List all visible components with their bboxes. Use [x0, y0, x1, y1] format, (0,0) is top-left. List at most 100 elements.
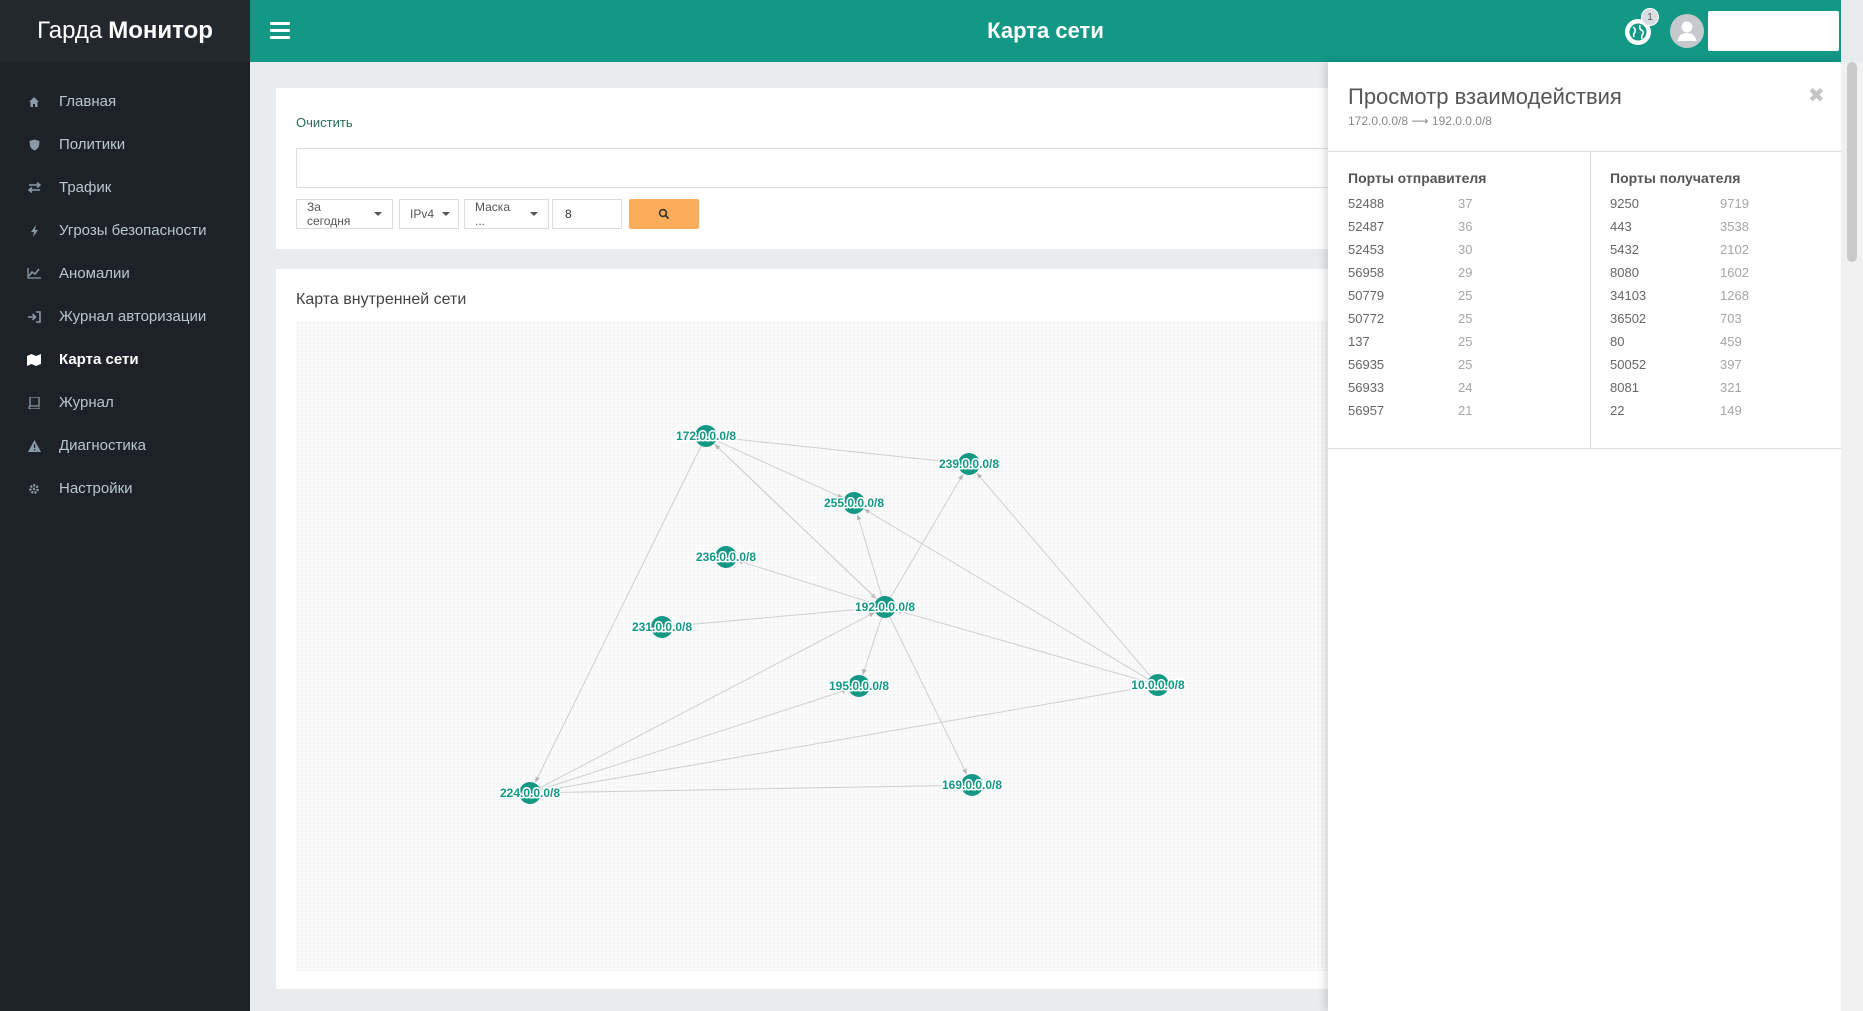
graph-node[interactable]: 172.0.0.0/8 [674, 425, 738, 447]
graph-edge[interactable] [716, 436, 958, 465]
mask-dropdown[interactable]: Маска ... [464, 199, 549, 229]
port-count: 397 [1720, 357, 1742, 372]
graph-node[interactable]: 10.0.0.0/8 [1130, 674, 1187, 696]
brand-logo[interactable]: Гарда Монитор [0, 0, 250, 62]
scrollbar-track[interactable] [1841, 62, 1863, 1011]
graph-edge[interactable] [672, 606, 874, 627]
graph-node[interactable]: 231.0.0.0/8 [630, 616, 694, 638]
period-dropdown[interactable]: За сегодня [296, 199, 393, 229]
graph-edge[interactable] [976, 472, 1152, 677]
clear-link[interactable]: Очистить [296, 115, 353, 130]
port-row: 22 149 [1610, 403, 1749, 426]
port-number: 80 [1610, 334, 1625, 349]
port-count: 25 [1458, 288, 1473, 303]
graph-node-label: 192.0.0.0/8 [855, 600, 915, 614]
sidebar-item-network-map[interactable]: Карта сети [0, 338, 250, 381]
graph-edge[interactable] [737, 559, 875, 605]
notification-badge: 1 [1641, 8, 1659, 26]
search-button[interactable] [629, 199, 699, 229]
sidebar-item-home[interactable]: Главная [0, 80, 250, 123]
panel-divider [1328, 448, 1841, 449]
hamburger-menu-icon[interactable] [270, 22, 290, 40]
graph-node-circle[interactable] [874, 596, 896, 618]
graph-node-circle[interactable] [695, 425, 717, 447]
sidebar-item-diagnostics[interactable]: Диагностика [0, 424, 250, 467]
graph-edge[interactable] [889, 616, 968, 775]
graph-node-circle[interactable] [961, 774, 983, 796]
graph-node-label: 239.0.0.0/8 [939, 457, 999, 471]
sidebar-item-policies[interactable]: Политики [0, 123, 250, 166]
caret-down-icon [442, 212, 451, 216]
sidebar-item-label: Журнал [59, 394, 114, 411]
port-row: 50052 397 [1610, 357, 1749, 380]
graph-node-circle[interactable] [651, 616, 673, 638]
ip-version-dropdown[interactable]: IPv4 [399, 199, 459, 229]
port-number: 50779 [1348, 288, 1385, 303]
graph-node[interactable]: 239.0.0.0/8 [937, 453, 1001, 475]
scrollbar-thumb[interactable] [1847, 62, 1857, 262]
graph-edge[interactable] [862, 617, 883, 675]
port-count: 25 [1458, 334, 1473, 349]
port-number: 50052 [1610, 357, 1647, 372]
graph-node[interactable]: 236.0.0.0/8 [694, 546, 758, 568]
mask-value-input[interactable]: 8 [552, 199, 622, 229]
graph-edge[interactable] [856, 514, 883, 597]
graph-node-circle[interactable] [1147, 674, 1169, 696]
graph-node-label: 195.0.0.0/8 [829, 679, 889, 693]
port-number: 56933 [1348, 380, 1385, 395]
graph-edge[interactable] [896, 609, 1148, 683]
graph-edge[interactable] [715, 440, 844, 499]
sidebar-item-anomalies[interactable]: Аномалии [0, 252, 250, 295]
sidebar-item-traffic[interactable]: Трафик [0, 166, 250, 209]
sidebar-item-label: Аномалии [59, 265, 130, 282]
port-number: 22 [1610, 403, 1625, 418]
graph-edge[interactable] [534, 445, 702, 783]
graph-edge[interactable] [890, 474, 964, 598]
graph-node[interactable]: 255.0.0.0/8 [822, 492, 886, 514]
user-avatar[interactable] [1670, 14, 1704, 48]
graph-edge[interactable] [540, 689, 848, 791]
network-graph[interactable]: 172.0.0.0/8 239.0.0.0/8 255.0.0.0/8 236.0.0… [296, 321, 1376, 971]
graph-edge[interactable] [864, 508, 1149, 680]
search-input[interactable] [296, 148, 1396, 188]
graph-node-circle[interactable] [519, 782, 541, 804]
mask-dropdown-label: Маска ... [475, 200, 510, 228]
port-number: 34103 [1610, 288, 1647, 303]
graph-node-circle[interactable] [843, 492, 865, 514]
sidebar-item-settings[interactable]: Настройки [0, 467, 250, 510]
graph-node[interactable]: 169.0.0.0/8 [940, 774, 1004, 796]
graph-node-label: 236.0.0.0/8 [696, 550, 756, 564]
filter-card: Очистить За сегодня IPv4 Маска ... 8 [276, 88, 1396, 249]
graph-edge[interactable] [541, 784, 962, 796]
graph-node[interactable]: 195.0.0.0/8 [827, 675, 891, 697]
graph-node[interactable]: 224.0.0.0/8 [498, 782, 562, 804]
port-count: 321 [1720, 380, 1742, 395]
sidebar-item-label: Диагностика [59, 437, 146, 454]
book-icon [25, 394, 43, 412]
port-count: 9719 [1720, 196, 1749, 211]
panel-title: Просмотр взаимодействия [1348, 84, 1622, 109]
graph-edge[interactable] [540, 685, 1147, 792]
network-graph-canvas[interactable]: 172.0.0.0/8 239.0.0.0/8 255.0.0.0/8 236.0.0… [296, 321, 1376, 971]
user-name-box[interactable] [1708, 11, 1839, 51]
graph-node-circle[interactable] [958, 453, 980, 475]
sidebar-item-journal[interactable]: Журнал [0, 381, 250, 424]
graph-edge[interactable] [539, 612, 875, 789]
sidebar-item-auth-log[interactable]: Журнал авторизации [0, 295, 250, 338]
caret-down-icon [374, 212, 382, 216]
graph-node[interactable]: 192.0.0.0/8 [853, 596, 917, 618]
close-icon[interactable]: ✖ [1808, 85, 1825, 107]
graph-node-circle[interactable] [848, 675, 870, 697]
gear-icon [25, 480, 43, 498]
graph-node-circle[interactable] [715, 546, 737, 568]
receiver-ports-title: Порты получателя [1610, 170, 1741, 186]
port-count: 149 [1720, 403, 1742, 418]
graph-edge[interactable] [714, 443, 878, 600]
sidebar-item-threats[interactable]: Угрозы безопасности [0, 209, 250, 252]
port-number: 56957 [1348, 403, 1385, 418]
port-count: 29 [1458, 265, 1473, 280]
